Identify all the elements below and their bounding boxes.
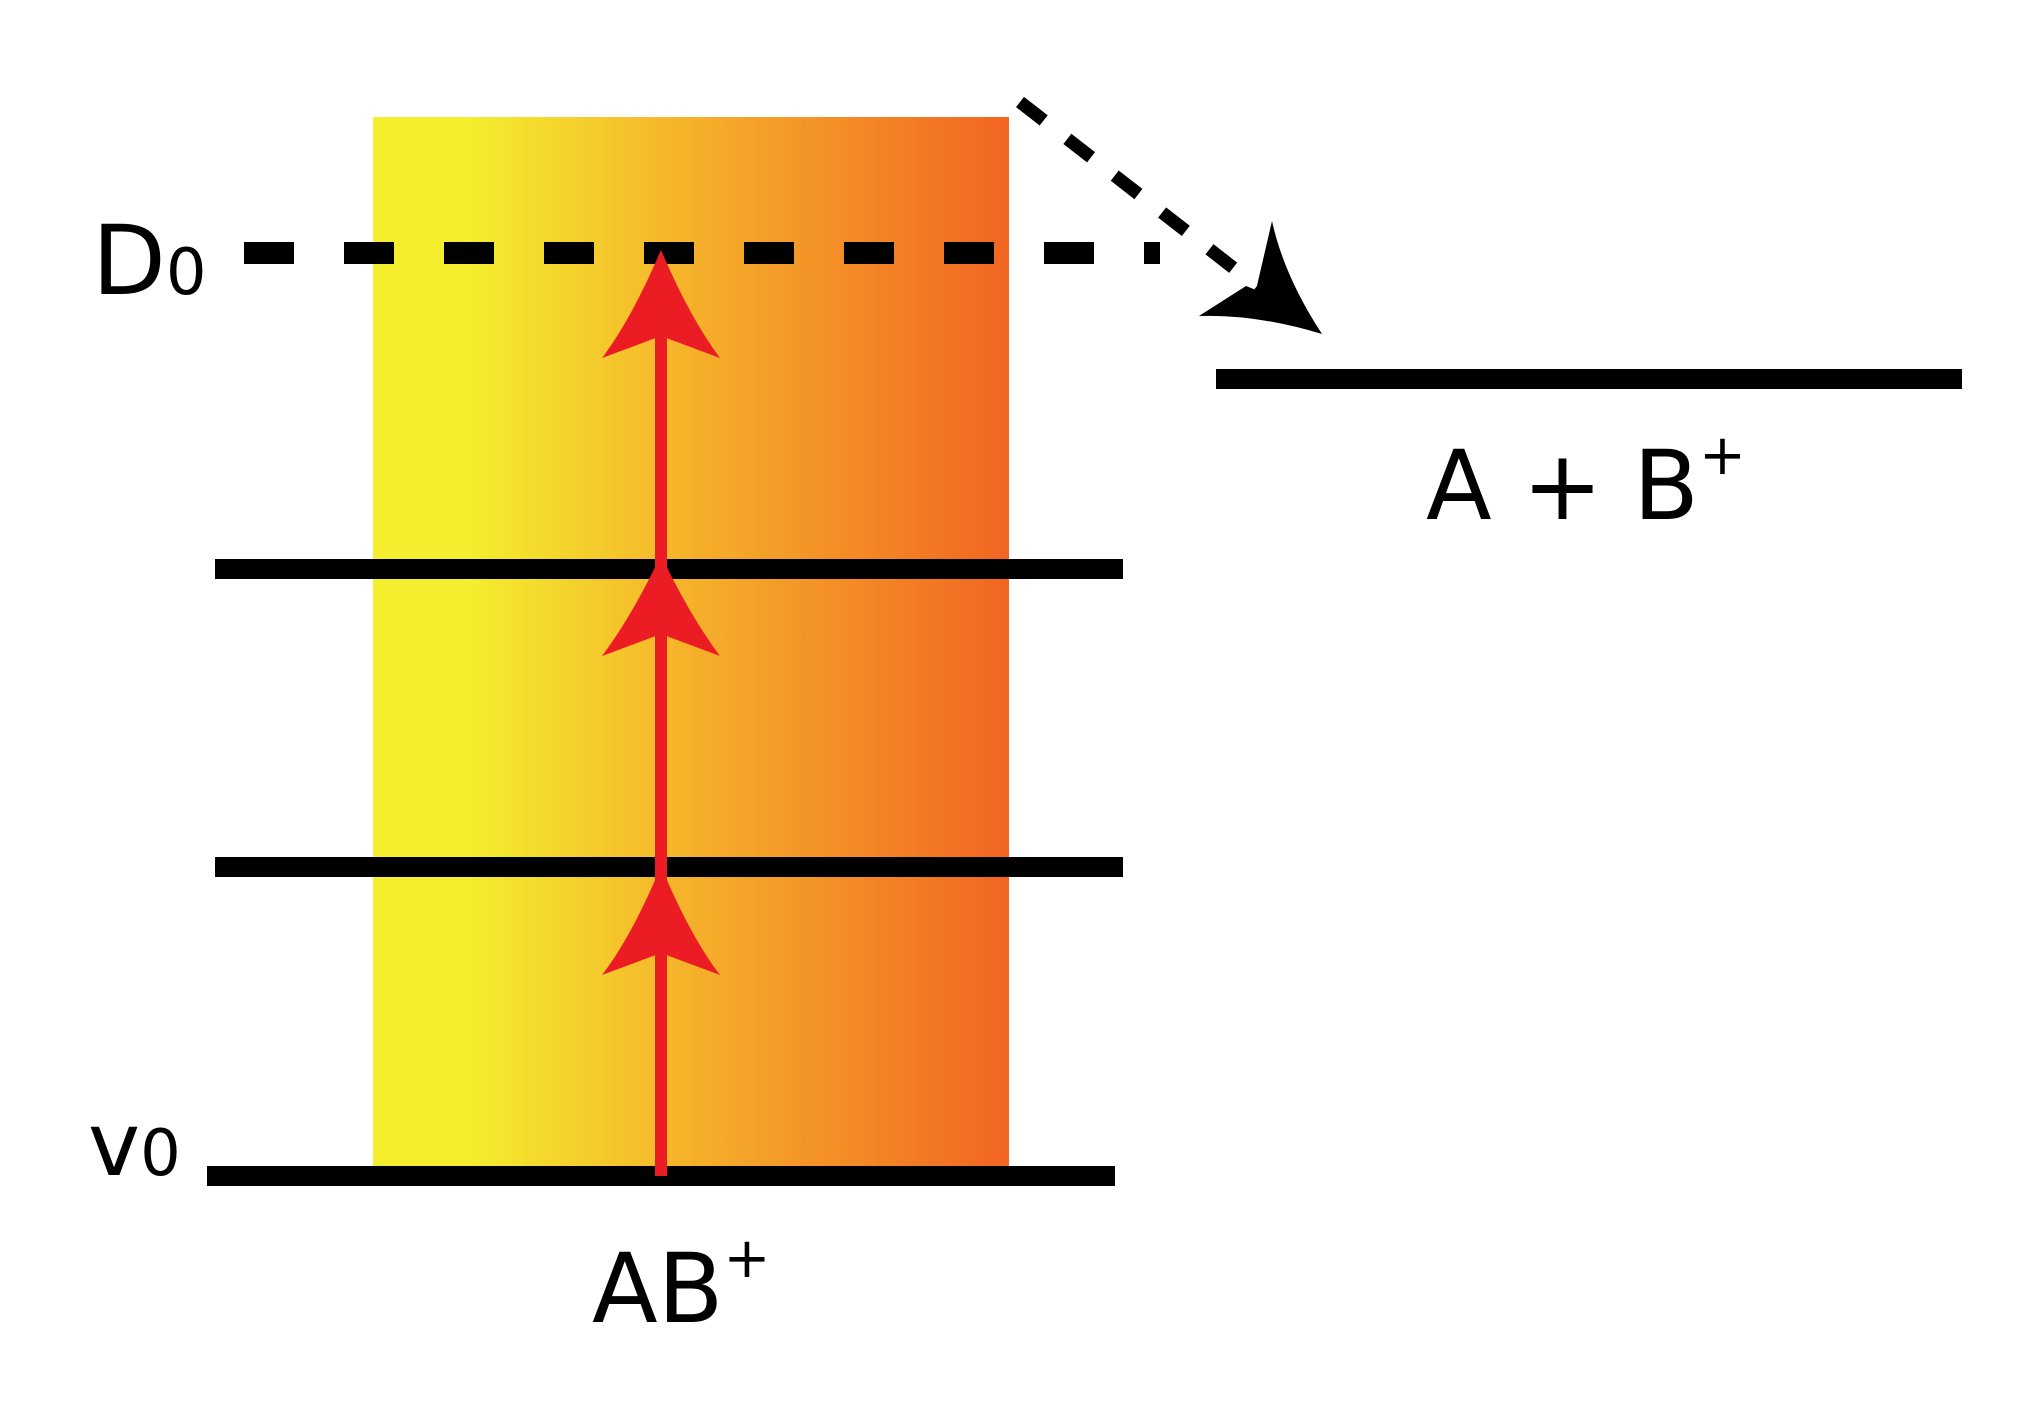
dissociation-arrowhead <box>1199 221 1322 334</box>
ground-level-label: v0 <box>88 1093 181 1196</box>
photon-arrows <box>602 250 720 1176</box>
photon-arrowhead-2 <box>602 555 720 656</box>
molecule-ion-label: AB+ <box>592 1226 770 1345</box>
photon-arrowhead-1 <box>602 866 720 975</box>
photon-arrowhead-3 <box>602 250 720 358</box>
products-label: A + B+ <box>1426 423 1746 542</box>
dissociation-energy-label: D0 <box>92 205 207 317</box>
dissociation-arrow <box>1016 96 1322 334</box>
dissociation-arrow-shaft <box>1016 96 1262 293</box>
